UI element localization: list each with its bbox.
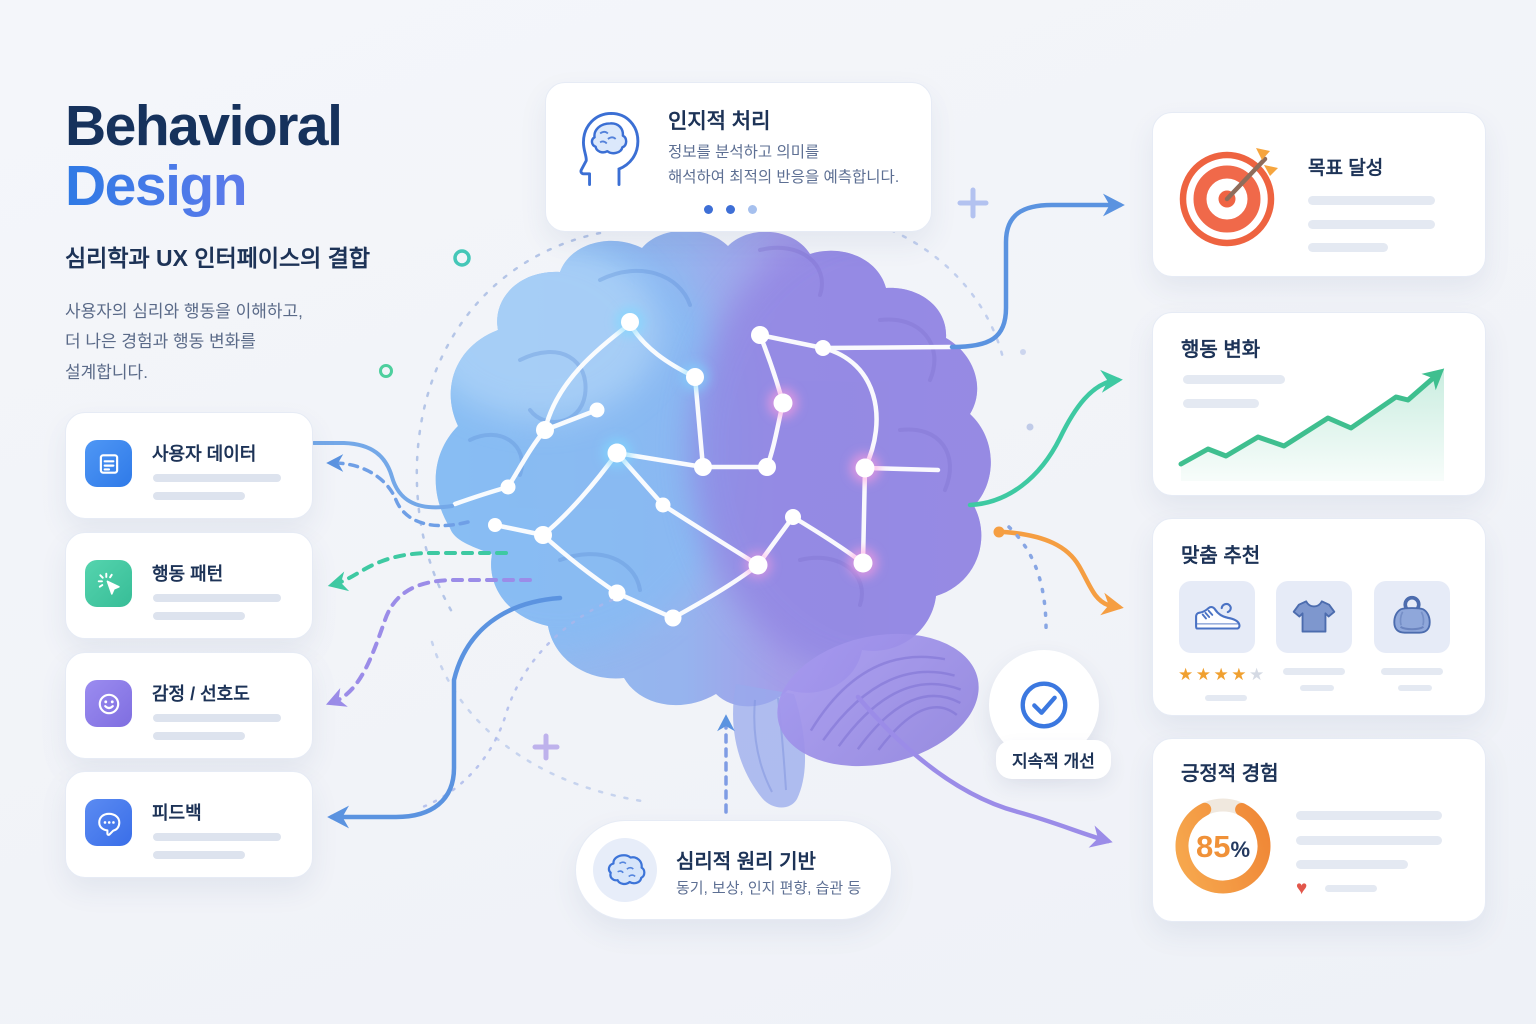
card-title: 목표 달성 [1308,158,1384,179]
outcome-card-recommendation: 맞춤 추천 ★★★★★ [1152,518,1486,716]
decorative-dashed-arcs [415,212,1005,804]
ring-decoration [453,249,471,267]
principle-card: 심리적 원리 기반 동기, 보상, 인지 편향, 습관 등 [575,820,892,920]
tshirt-icon [1292,600,1336,633]
growth-line-chart [1178,368,1445,481]
carousel-dots [704,205,757,214]
input-card-emotion-preference: 감정 / 선호도 [65,652,313,759]
chat-bubble-icon [97,812,120,836]
line-to-user-data [312,441,454,510]
decorations [379,187,1034,761]
smiley-face-icon [98,693,119,714]
card-title: 피드백 [152,803,202,823]
dashed-arrow-to-user-data [326,454,470,528]
card-title: 심리적 원리 기반 [676,851,816,873]
faint-dashed-curve [418,598,614,810]
cursor-click-icon [97,572,120,595]
plus-icon [532,733,560,761]
card-title: 행동 변화 [1181,339,1261,361]
dashed-arrow-to-emotion [325,578,532,707]
head-profile-brain-icon [579,112,640,186]
check-circle-icon [1020,681,1068,729]
cognitive-processing-card: 인지적 처리 정보를 분석하고 의미를 해석하여 최적의 반응을 예측합니다. [545,82,932,232]
dashed-line-to-badge [1007,525,1048,638]
arrow-to-goal [949,193,1125,350]
improvement-badge-label: 지속적 개선 [996,740,1111,779]
sneaker-icon [1195,602,1241,630]
plus-icon [957,187,989,219]
arrow-to-positive-experience [855,694,1113,848]
input-card-user-data: 사용자 데이터 [65,412,313,519]
bag-icon [1393,595,1431,634]
description-line: 사용자의 심리와 행동을 이해하고, [65,301,303,321]
document-lines-icon [99,453,118,474]
card-subtitle: 동기, 보상, 인지 편향, 습관 등 [676,880,862,897]
page-title-line1: Behavioral [65,94,343,158]
connector-arrows [312,193,1125,848]
target-arrow-icon [1179,148,1278,247]
header: Behavioral Design 심리학과 UX 인터페이스의 결합 사용자의… [65,96,485,389]
input-card-behavior-pattern: 행동 패턴 [65,532,313,639]
card-body-line: 정보를 분석하고 의미를 [668,144,820,161]
input-card-feedback: 피드백 [65,771,313,878]
neural-network [452,307,953,627]
percent-value: 85% [1196,829,1251,864]
ring-decoration [379,364,393,378]
outcome-card-positive-experience: 긍정적 경험 85% ♥ [1152,738,1486,922]
donut-gauge-85 [1175,798,1271,894]
card-title: 사용자 데이터 [152,444,257,464]
page-subtitle: 심리학과 UX 인터페이스의 결합 [65,244,371,271]
dashed-arrow-to-behavior-pattern [327,551,508,592]
card-title: 긍정적 경험 [1181,763,1279,785]
arrow-to-recommendation [1001,529,1124,616]
page-title-line2: Design [65,156,485,217]
outcome-card-behavior-change: 행동 변화 [1152,312,1486,496]
outcome-card-goal: 목표 달성 [1152,112,1486,277]
card-body-line: 해석하여 최적의 반응을 예측합니다. [668,168,900,186]
arrow-to-behavior-change [967,369,1123,508]
star-rating: ★★★★★ [1178,665,1267,684]
cerebellum [777,633,979,767]
card-title: 인지적 처리 [668,110,771,133]
arrow-to-feedback [327,595,563,829]
card-title: 맞춤 추천 [1181,545,1261,567]
description-line: 설계합니다. [65,363,148,382]
card-title: 감정 / 선호도 [152,684,250,704]
heart-icon: ♥ [1296,878,1308,899]
brain-icon [607,854,646,886]
card-title: 행동 패턴 [152,564,224,584]
description-line: 더 나은 경험과 행동 변화를 [65,332,256,352]
